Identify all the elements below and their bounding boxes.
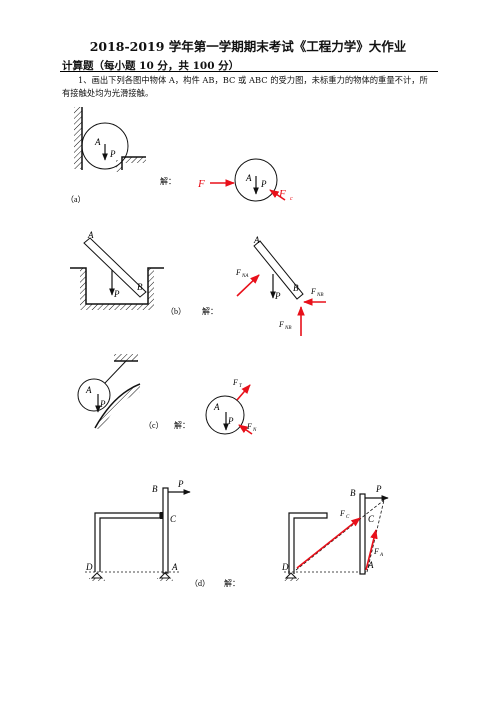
step-hatch	[124, 157, 146, 163]
step-side-hatch	[116, 160, 122, 172]
column-ab-solution	[359, 493, 366, 575]
label-d-d-solution: D	[281, 562, 289, 572]
label-a: A	[94, 137, 101, 147]
caption-b: （b）	[166, 307, 186, 316]
label-a-c-solution: A	[213, 402, 220, 412]
caption-c: （c）	[144, 421, 164, 430]
support-a-hatch	[157, 578, 173, 581]
force-a-label-d: F	[373, 547, 379, 556]
support-d-hatch-solution	[283, 578, 299, 581]
force-na-arrow	[236, 274, 260, 297]
label-p-c: P	[99, 399, 106, 409]
force-nb-v-label: F	[278, 320, 284, 329]
rod-ab-solution	[253, 240, 304, 300]
ball-c-solution	[205, 395, 245, 435]
caption-d: （d）	[190, 579, 210, 588]
label-c-d-solution: C	[368, 514, 375, 524]
force-c-label: F	[278, 188, 286, 200]
slope-hatch	[95, 384, 140, 430]
solution-b: 解：	[202, 306, 218, 316]
label-c-d: C	[170, 514, 177, 524]
ball-a	[81, 122, 129, 170]
label-a-d: A	[171, 562, 178, 572]
label-p-d: P	[177, 479, 184, 489]
force-nb-h-label: F	[310, 287, 316, 296]
label-b-d-solution: B	[350, 488, 356, 498]
solution-a: 解：	[160, 176, 176, 186]
rope	[104, 360, 127, 384]
force-nb-v-sub: NB	[284, 326, 291, 331]
frame-dc-solution	[288, 512, 328, 574]
force-n-label: F	[246, 422, 252, 431]
label-a-solution: A	[245, 173, 252, 183]
force-n-arrow	[238, 424, 253, 435]
label-a-b-solution: A	[253, 235, 260, 245]
ceiling-hatch	[114, 354, 138, 361]
column-ab	[162, 487, 169, 574]
figure-b: A B P （b） 解： A B P F NA F NB F NB	[70, 230, 326, 336]
force-na-sub: NA	[241, 274, 249, 279]
caption-a: （a）	[66, 195, 86, 204]
label-p-c-solution: P	[227, 416, 234, 426]
figure-a: A P （a） 解： A P F F c	[66, 107, 293, 204]
dashed-line-a	[366, 499, 385, 573]
trough-left-hatch	[80, 268, 86, 310]
label-b-d: B	[152, 484, 158, 494]
force-na-label: F	[235, 268, 241, 277]
force-c-sub-d: C	[346, 515, 350, 520]
label-a-c: A	[85, 385, 92, 395]
label-b-b-solution: B	[293, 283, 299, 293]
solution-d: 解：	[224, 578, 240, 588]
document-title: 2018-2019 学年第一学期期末考试《工程力学》大作业	[89, 39, 407, 54]
label-d-d: D	[85, 562, 93, 572]
force-a-sub-d: A	[379, 553, 384, 558]
label-p-b-solution: P	[274, 291, 281, 301]
heading-rule	[60, 71, 438, 72]
ball-c	[77, 378, 111, 412]
label-p-d-solution: P	[375, 484, 382, 494]
pin-c	[160, 512, 163, 519]
force-c-arrow	[269, 189, 286, 201]
support-d	[90, 572, 104, 579]
frame-dc	[94, 512, 161, 572]
problem-statement: 1、画出下列各图中物体 A，构件 AB，BC 或 ABC 的受力图，未标重力的物…	[62, 74, 432, 100]
force-t-label: F	[232, 378, 238, 387]
figure-c: A P （c） 解： A P F T F N	[77, 354, 257, 435]
force-n-sub: N	[252, 428, 257, 433]
force-c-label-d: F	[339, 509, 345, 518]
force-c-sub: c	[290, 196, 293, 202]
support-a	[158, 572, 172, 579]
label-a-b: A	[87, 230, 94, 240]
trough-right-hatch	[148, 268, 154, 310]
force-c-arrow-d	[296, 517, 361, 569]
dashed-line-d	[295, 499, 385, 571]
support-d-hatch	[89, 578, 105, 581]
ball-a-solution	[234, 158, 278, 202]
problem-text: 1、画出下列各图中物体 A，构件 AB，BC 或 ABC 的受力图，未标重力的物…	[62, 75, 428, 98]
label-a-d-solution: A	[367, 560, 374, 570]
rod-ab	[83, 237, 147, 298]
label-p-b: P	[113, 289, 120, 299]
label-p: P	[109, 149, 116, 159]
wall-hatch	[74, 107, 82, 169]
trough-bottom-hatch	[86, 304, 148, 310]
force-wall-label: F	[197, 178, 205, 190]
force-a-arrow-d	[365, 529, 378, 571]
label-b-b: B	[137, 282, 143, 292]
section-heading: 计算题（每小题 10 分，共 100 分）	[62, 60, 240, 72]
force-nb-h-sub: NB	[316, 293, 323, 298]
label-p-solution: P	[260, 179, 267, 189]
figure-d: B P C D A （d） 解： D B P C A F C F A	[85, 479, 389, 588]
force-t-arrow	[236, 384, 251, 401]
solution-c: 解：	[174, 420, 190, 430]
force-t-sub: T	[239, 384, 243, 389]
